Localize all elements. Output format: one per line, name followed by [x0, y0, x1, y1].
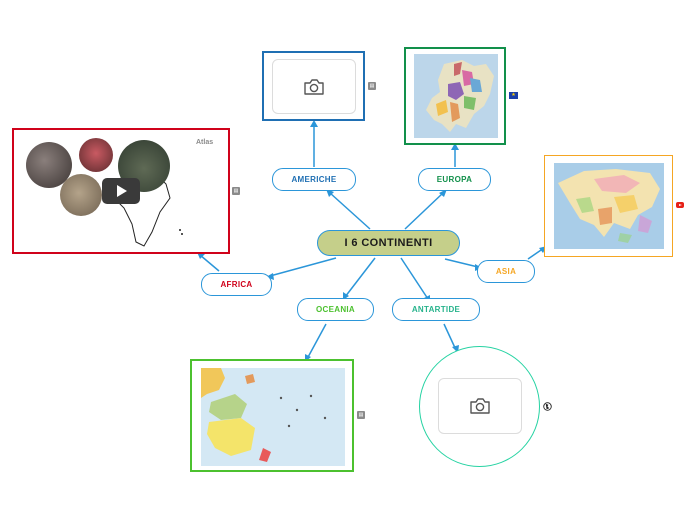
youtube-icon[interactable]	[676, 202, 684, 208]
connector-africa-image	[199, 254, 220, 272]
camera-icon	[304, 78, 324, 95]
oceania-map-frame[interactable]	[190, 359, 354, 472]
topic-africa[interactable]: AFRICA	[201, 273, 272, 296]
video-play-button[interactable]	[102, 178, 140, 204]
note-icon[interactable]: ▤	[232, 187, 240, 195]
eu-flag-icon[interactable]: ★	[509, 92, 518, 99]
central-topic[interactable]: I 6 CONTINENTI	[317, 230, 460, 256]
americhe-image-frame[interactable]	[262, 51, 365, 121]
connector-antartide-image	[443, 323, 457, 351]
africa-image-frame[interactable]: Atlas	[12, 128, 230, 254]
photo-circle-2	[79, 138, 113, 172]
antartide-image-frame[interactable]	[419, 346, 540, 467]
connector-europa	[404, 192, 444, 230]
photo-circle-4	[60, 174, 102, 216]
image-placeholder	[438, 378, 522, 434]
topic-europa[interactable]: EUROPA	[418, 168, 491, 191]
camera-icon	[470, 398, 490, 414]
topic-oceania[interactable]: OCEANIA	[297, 298, 374, 321]
topic-asia[interactable]: ASIA	[477, 260, 535, 283]
globe-icon[interactable]	[543, 402, 552, 411]
note-icon[interactable]: ▤	[357, 411, 365, 419]
europe-map-image	[414, 54, 498, 138]
note-icon[interactable]: ▤	[368, 82, 376, 90]
connector-africa	[269, 257, 337, 277]
europa-map-frame[interactable]	[404, 47, 506, 145]
oceania-map-image	[201, 368, 345, 466]
image-placeholder	[272, 59, 356, 114]
atlas-label: Atlas	[196, 139, 214, 146]
connector-asia	[444, 258, 479, 268]
connector-oceania	[344, 257, 376, 298]
connector-oceania-image	[306, 323, 327, 360]
topic-americhe[interactable]: AMERICHE	[272, 168, 356, 191]
connector-americhe	[329, 192, 371, 230]
connector-antartide	[400, 257, 429, 300]
asia-map-image	[554, 163, 664, 249]
asia-map-frame[interactable]	[544, 155, 673, 257]
topic-antartide[interactable]: ANTARTIDE	[392, 298, 480, 321]
play-icon	[117, 185, 127, 197]
